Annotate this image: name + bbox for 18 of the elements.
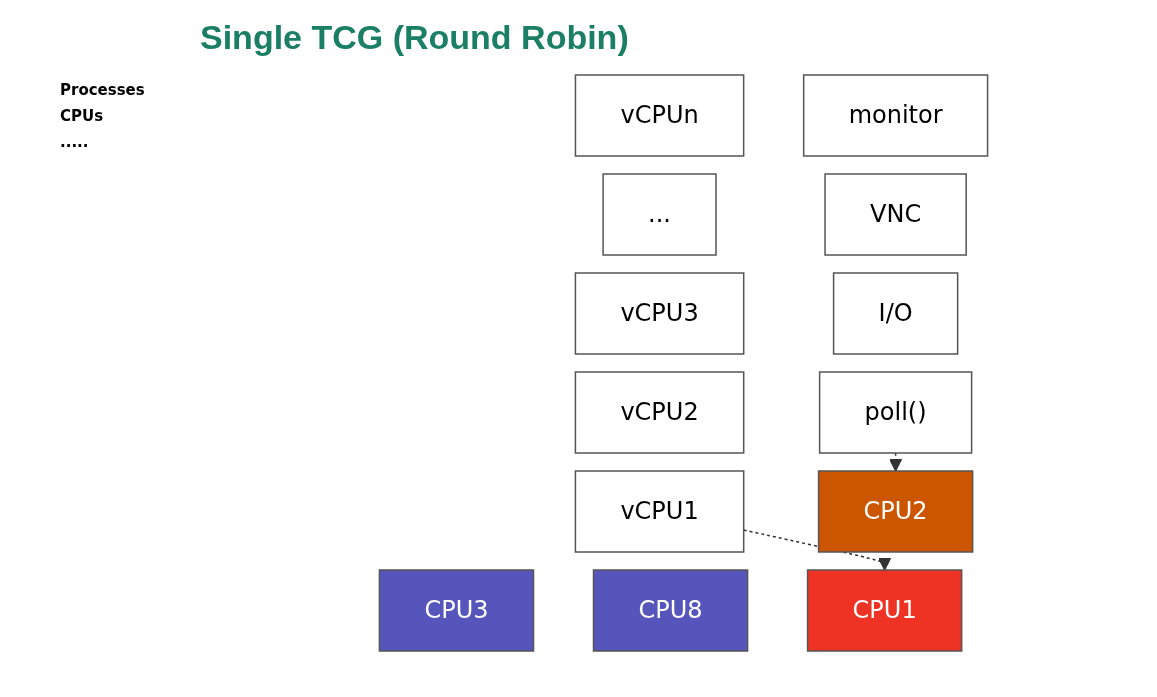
node-box: vCPU3 [574,272,745,355]
diagram-title: Single TCG (Round Robin) [200,18,629,57]
node-box: monitor [802,74,989,157]
arrow [889,452,903,472]
section-label: ..... [60,133,89,151]
node-box: poll() [818,371,973,454]
node-box: vCPU2 [574,371,745,454]
node-box: CPU2 [817,470,974,553]
node-box: ... [602,173,717,256]
node-box: CPU8 [592,569,749,652]
node-box: VNC [824,173,967,256]
node-box: CPU1 [806,569,963,652]
section-label: Processes [60,81,145,99]
node-box: vCPU1 [574,470,745,553]
node-box: vCPUn [574,74,745,157]
node-box: CPU3 [378,569,535,652]
node-box: I/O [832,272,959,355]
section-label: CPUs [60,107,104,125]
